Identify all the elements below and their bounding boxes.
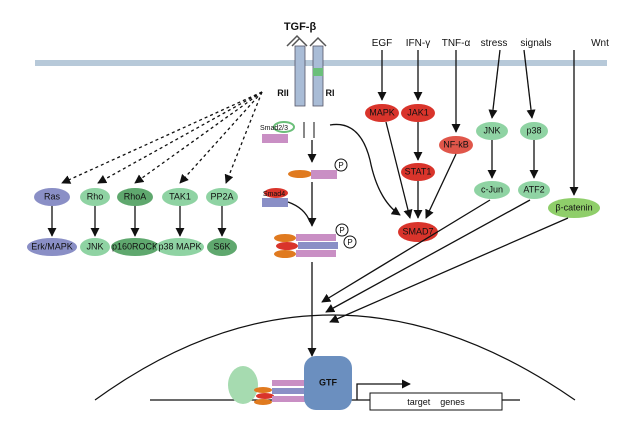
phospho-smad23 bbox=[288, 158, 348, 179]
s6k-label: S6K bbox=[213, 241, 230, 251]
stat1-label: STAT1 bbox=[405, 166, 432, 176]
p160rock-node bbox=[111, 238, 159, 256]
s6k-node bbox=[207, 238, 237, 256]
receptor-kinase-domain bbox=[313, 68, 323, 76]
jak1-label: JAK1 bbox=[407, 107, 429, 117]
rho-label: Rho bbox=[87, 191, 104, 201]
p38-label: p38 bbox=[526, 125, 541, 135]
c-jun-node bbox=[474, 181, 510, 199]
jnk-node-right bbox=[476, 122, 508, 140]
receptor-rii bbox=[294, 45, 306, 107]
rhoa-label: RhoA bbox=[124, 191, 147, 201]
tak1-node bbox=[162, 188, 198, 206]
rhoa-node bbox=[117, 188, 153, 206]
transcription-arrow bbox=[356, 379, 411, 400]
p38-mapk-node bbox=[156, 238, 204, 256]
beta-catenin-node bbox=[548, 198, 600, 218]
stress-label: stress bbox=[481, 38, 508, 49]
jak1-node bbox=[401, 104, 435, 122]
p38-mapk-label: p38 MAPK bbox=[158, 241, 201, 251]
nfkb-label: NF-kB bbox=[443, 139, 469, 149]
jnk-node-left bbox=[80, 238, 110, 256]
smad23-label: Smad2/3 bbox=[260, 125, 288, 132]
nuclear-smad-complex bbox=[254, 380, 308, 405]
pp2a-node bbox=[206, 188, 238, 206]
smad4-label: Smad4 bbox=[263, 191, 285, 198]
phospho-p-label-2: P bbox=[339, 226, 344, 235]
beta-catenin-label: β-catenin bbox=[555, 202, 592, 212]
rii-label: RII bbox=[277, 88, 289, 98]
tnf-alpha-label: TNF-α bbox=[442, 38, 471, 49]
ifn-gamma-label: IFN-γ bbox=[406, 38, 430, 49]
gtf-node bbox=[304, 356, 352, 410]
target-genes-box bbox=[369, 392, 503, 411]
gtf-label: GTF bbox=[319, 377, 337, 387]
smad4 bbox=[262, 188, 288, 207]
egf-label: EGF bbox=[372, 38, 393, 49]
tgf-beta-label: TGF-β bbox=[284, 21, 317, 33]
nfkb-node bbox=[439, 136, 473, 154]
ri-label: RI bbox=[326, 88, 335, 98]
smad23-receptor-bound bbox=[262, 121, 295, 143]
signals-label: signals bbox=[520, 38, 551, 49]
jnk-label-right: JNK bbox=[483, 125, 500, 135]
smad-complex bbox=[274, 223, 357, 258]
erk-mapk-node bbox=[27, 238, 77, 256]
p38-node bbox=[520, 122, 548, 140]
cofactor-node bbox=[228, 366, 258, 404]
phospho-p-label-3: P bbox=[347, 238, 352, 247]
pp2a-label: PP2A bbox=[210, 191, 233, 201]
stat1-node bbox=[401, 163, 435, 181]
p160rock-label: p160ROCK bbox=[112, 241, 158, 251]
atf2-label: ATF2 bbox=[523, 184, 544, 194]
rho-node bbox=[80, 188, 110, 206]
target-genes-label: target genes bbox=[407, 397, 465, 407]
atf2-node bbox=[518, 181, 550, 199]
phospho-p-label-1: P bbox=[338, 161, 343, 170]
c-jun-label: c-Jun bbox=[481, 184, 503, 194]
mapk-node bbox=[365, 104, 399, 122]
smad7-label: SMAD7 bbox=[402, 226, 433, 236]
mapk-label: MAPK bbox=[369, 107, 395, 117]
ras-node bbox=[34, 188, 70, 206]
erk-mapk-label: Erk/MAPK bbox=[31, 241, 73, 251]
tak1-label: TAK1 bbox=[169, 191, 191, 201]
wnt-label: Wnt bbox=[591, 38, 609, 49]
ras-label: Ras bbox=[44, 191, 61, 201]
jnk-label-left: JNK bbox=[86, 241, 103, 251]
tgf-beta-receptor-complex bbox=[286, 34, 327, 107]
